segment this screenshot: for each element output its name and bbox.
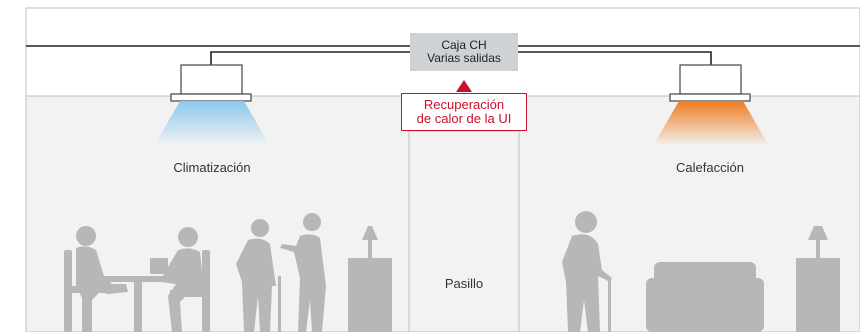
left-people-silhouettes (64, 213, 392, 332)
ch-box: Caja CH Varias salidas (410, 33, 518, 71)
heating-zone-label: Calefacción (676, 160, 744, 175)
heat-recovery-line2: de calor de la UI (416, 111, 512, 126)
right-people-silhouettes (562, 211, 840, 332)
hallway-label: Pasillo (444, 276, 484, 291)
ch-box-subtitle: Varias salidas (427, 51, 501, 65)
indoor-unit-left (170, 64, 252, 102)
cool-airflow-icon (154, 101, 270, 146)
pointer-arrow-icon (456, 80, 472, 92)
indoor-unit-right (669, 64, 751, 102)
heat-recovery-label: Recuperación de calor de la UI (401, 93, 527, 131)
warm-airflow-icon (653, 101, 769, 146)
ch-box-title: Caja CH (441, 38, 487, 52)
refrigerant-pipe (26, 45, 860, 65)
hallway-wall (408, 130, 520, 332)
heat-recovery-line1: Recuperación (423, 97, 505, 112)
cooling-zone-label: Climatización (173, 160, 251, 175)
